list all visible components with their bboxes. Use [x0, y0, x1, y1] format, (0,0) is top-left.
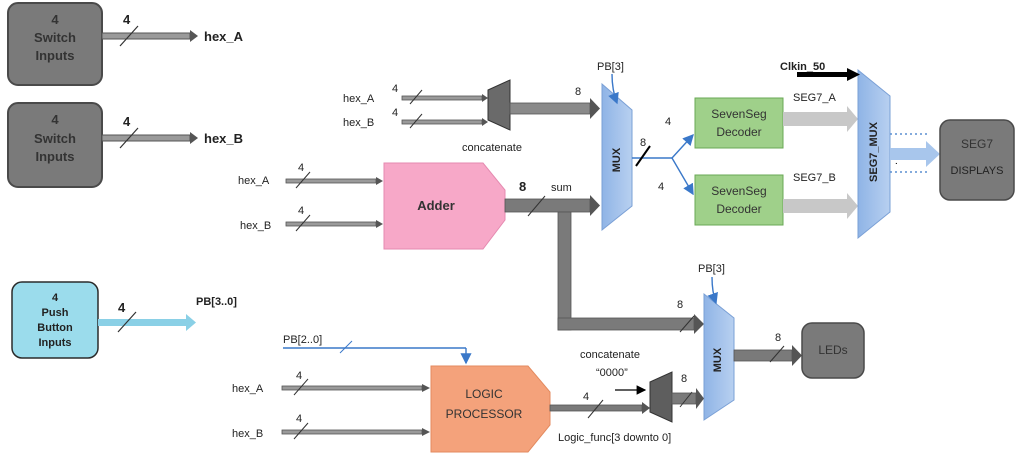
push-button-inputs-block: 4 Push Button Inputs — [11, 281, 99, 359]
switch-b-count: 4 — [51, 112, 59, 127]
mux-top-split-a: 4 — [665, 116, 671, 128]
pb-width: 4 — [118, 300, 126, 315]
switch-inputs-b-block: 4 Switch Inputs — [7, 102, 103, 188]
mux-bottom: MUX PB[3] 8 — [698, 263, 802, 421]
decoder-a-out-label: SEG7_A — [793, 92, 836, 104]
adder-block: Adder — [383, 162, 506, 250]
concat-bottom-label1: concatenate — [580, 349, 640, 361]
logic-select: PB[2..0] — [283, 334, 472, 365]
mux-top-label: MUX — [611, 147, 623, 172]
decoder-a-line1: SevenSeg — [711, 107, 766, 121]
logic-line1: LOGIC — [465, 387, 503, 401]
pb-count: 4 — [52, 292, 59, 304]
seg7-mux-clock: Clkin_50 — [780, 61, 825, 73]
logic-inputs: hex_A 4 hex_B 4 — [232, 370, 430, 440]
leds-label: LEDs — [818, 343, 847, 357]
concat-bottom-out-width: 8 — [681, 373, 687, 385]
seg7-displays-line1: SEG7 — [961, 137, 993, 151]
switch-b-bus: 4 hex_B — [101, 114, 243, 149]
concat-bottom-label2: “0000” — [596, 367, 628, 379]
decoder-a: SevenSeg Decoder — [694, 97, 784, 149]
decoder-b-out: SEG7_B — [783, 172, 858, 219]
switch-a-label: Switch — [34, 30, 76, 45]
mux-bottom-out-width: 8 — [775, 332, 781, 344]
adder-output: 8 sum 8 — [504, 179, 704, 334]
pb-label2: Button — [37, 322, 73, 334]
switch-b-label2: Inputs — [36, 149, 75, 164]
concat-top-in-a-width: 4 — [392, 83, 398, 95]
concat-top: hex_A 4 hex_B 4 concatenate 8 — [343, 79, 600, 154]
logic-in-b-width: 4 — [296, 413, 302, 425]
concat-bottom: concatenate “0000” 8 — [580, 349, 704, 423]
mux-top-out-width: 8 — [640, 137, 646, 149]
decoder-a-out: SEG7_A — [783, 92, 858, 132]
logic-in-a-width: 4 — [296, 370, 302, 382]
signal-pb: PB[3..0] — [196, 296, 237, 308]
mux-bottom-in-width: 8 — [677, 299, 683, 311]
switch-b-label: Switch — [34, 131, 76, 146]
mux-bottom-label: MUX — [712, 347, 724, 372]
mux-top-split-b: 4 — [658, 181, 664, 193]
switch-a-width: 4 — [123, 12, 131, 27]
decoder-b: SevenSeg Decoder — [694, 174, 784, 226]
seg7-mux: SEG7_MUX Clkin_50 . . . — [780, 61, 940, 240]
adder-inputs: hex_A 4 hex_B 4 — [238, 162, 383, 232]
push-button-bus: 4 PB[3..0] — [98, 296, 237, 333]
logic-in-b: hex_B — [232, 428, 263, 440]
adder-in-a-width: 4 — [298, 162, 304, 174]
logic-output: 4 Logic_func[3 downto 0] — [549, 391, 671, 444]
switch-inputs-a-block: 4 Switch Inputs — [7, 2, 103, 86]
concat-top-out-width: 8 — [575, 86, 581, 98]
switch-a-label2: Inputs — [36, 48, 75, 63]
decoder-b-line1: SevenSeg — [711, 184, 766, 198]
concat-top-in-b: hex_B — [343, 117, 374, 129]
signal-hex-a: hex_A — [204, 29, 244, 44]
logic-out-width: 4 — [583, 391, 589, 403]
logic-line2: PROCESSOR — [446, 407, 523, 421]
mux-top-select: PB[3] — [597, 61, 624, 73]
seg7-displays: SEG7 DISPLAYS — [939, 119, 1015, 201]
concat-top-label: concatenate — [462, 142, 522, 154]
adder-label: Adder — [417, 198, 455, 213]
mux-top: MUX PB[3] 8 4 4 — [597, 61, 694, 232]
pb-label3: Inputs — [39, 337, 72, 349]
adder-out-width: 8 — [519, 179, 526, 194]
seg7-mux-label: SEG7_MUX — [868, 121, 880, 182]
logic-select-label: PB[2..0] — [283, 334, 322, 346]
switch-b-width: 4 — [123, 114, 131, 129]
mux-bottom-select: PB[3] — [698, 263, 725, 275]
decoder-b-line2: Decoder — [716, 202, 761, 216]
pb-label1: Push — [42, 307, 69, 319]
concat-top-in-a: hex_A — [343, 93, 375, 105]
switch-a-count: 4 — [51, 12, 59, 27]
adder-sum-label: sum — [551, 182, 572, 194]
logic-in-a: hex_A — [232, 383, 264, 395]
seg7-displays-line2: DISPLAYS — [951, 165, 1004, 177]
logic-processor-block: LOGIC PROCESSOR — [430, 365, 551, 453]
concat-top-in-b-width: 4 — [392, 107, 398, 119]
adder-in-a: hex_A — [238, 175, 270, 187]
leds-block: LEDs — [801, 322, 865, 379]
decoder-a-line2: Decoder — [716, 125, 761, 139]
signal-hex-b: hex_B — [204, 131, 243, 146]
logic-func-label: Logic_func[3 downto 0] — [558, 432, 671, 444]
decoder-b-out-label: SEG7_B — [793, 172, 836, 184]
switch-a-bus: 4 hex_A — [101, 12, 244, 47]
adder-in-b-width: 4 — [298, 205, 304, 217]
adder-in-b: hex_B — [240, 220, 271, 232]
